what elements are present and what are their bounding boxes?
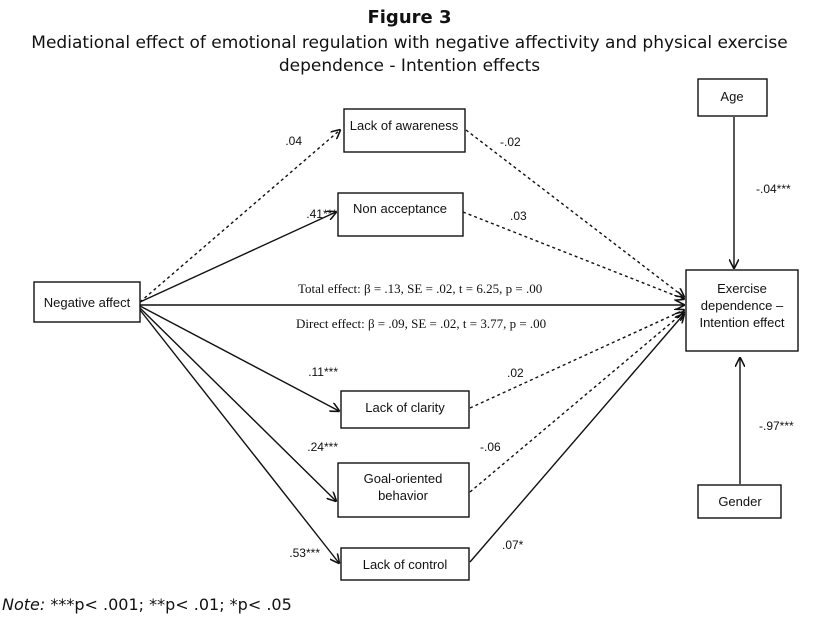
node-outcome-label-3: Intention effect — [699, 315, 784, 330]
coef-b-goal: -.06 — [480, 440, 501, 454]
node-negative-affect: Negative affect — [33, 281, 141, 323]
path-a-awareness — [139, 130, 340, 303]
node-gender-label: Gender — [718, 494, 762, 509]
path-a-nonacceptance — [139, 212, 336, 303]
figure-caption: Mediational effect of emotional regulati… — [0, 32, 819, 78]
figure-label: Figure 3 — [367, 7, 452, 28]
coef-b-control: .07* — [502, 538, 524, 552]
node-goal-oriented-label-2: behavior — [378, 488, 429, 503]
path-b-goal — [469, 312, 684, 493]
node-age-label: Age — [720, 89, 743, 104]
coef-a-goal: .24*** — [307, 440, 338, 454]
coef-a-awareness: .04 — [285, 134, 302, 148]
node-age: Age — [697, 78, 768, 117]
node-lack-of-awareness-label: Lack of awareness — [350, 118, 459, 133]
node-lack-of-clarity: Lack of clarity — [340, 390, 470, 429]
path-b-control — [469, 314, 684, 563]
node-negative-affect-label: Negative affect — [44, 295, 131, 310]
node-lack-of-clarity-label: Lack of clarity — [365, 400, 445, 415]
coef-b-clarity: .02 — [507, 366, 524, 380]
path-a-goal — [139, 307, 336, 501]
path-a-clarity — [139, 305, 339, 411]
coef-a-nonacceptance: .41*** — [306, 207, 337, 221]
coef-a-control: .53*** — [289, 546, 320, 560]
node-goal-oriented-behavior: Goal-oriented behavior — [337, 462, 470, 518]
direct-effect-label: Direct effect: β = .09, SE = .02, t = 3.… — [296, 316, 546, 331]
node-non-acceptance: Non acceptance — [337, 192, 464, 237]
node-lack-of-control: Lack of control — [340, 547, 470, 581]
node-outcome-label-1: Exercise — [717, 281, 767, 296]
coef-a-clarity: .11*** — [308, 365, 338, 379]
node-outcome: Exercise dependence – Intention effect — [685, 269, 799, 352]
path-b-awareness — [465, 129, 684, 297]
node-lack-of-control-label: Lack of control — [363, 557, 448, 572]
figure-caption-line2: dependence - Intention effects — [278, 56, 541, 76]
node-goal-oriented-label-1: Goal-oriented — [364, 471, 443, 486]
path-a-control — [139, 309, 339, 563]
coef-b-awareness: -.02 — [500, 135, 521, 149]
node-gender: Gender — [697, 484, 782, 519]
figure-note: Note: ***p< .001; **p< .01; *p< .05 — [2, 595, 292, 614]
coef-gender: -.97*** — [759, 419, 794, 433]
node-lack-of-awareness: Lack of awareness — [343, 108, 466, 153]
total-effect-label: Total effect: β = .13, SE = .02, t = 6.2… — [298, 281, 542, 296]
coef-b-nonacceptance: .03 — [510, 209, 527, 223]
coef-age: -.04*** — [756, 182, 791, 196]
node-outcome-label-2: dependence – — [701, 298, 784, 313]
figure-caption-line1: Mediational effect of emotional regulati… — [31, 33, 788, 53]
node-non-acceptance-label: Non acceptance — [353, 201, 447, 216]
note-text: ***p< .001; **p< .01; *p< .05 — [45, 595, 292, 614]
note-label: Note: — [2, 595, 46, 614]
